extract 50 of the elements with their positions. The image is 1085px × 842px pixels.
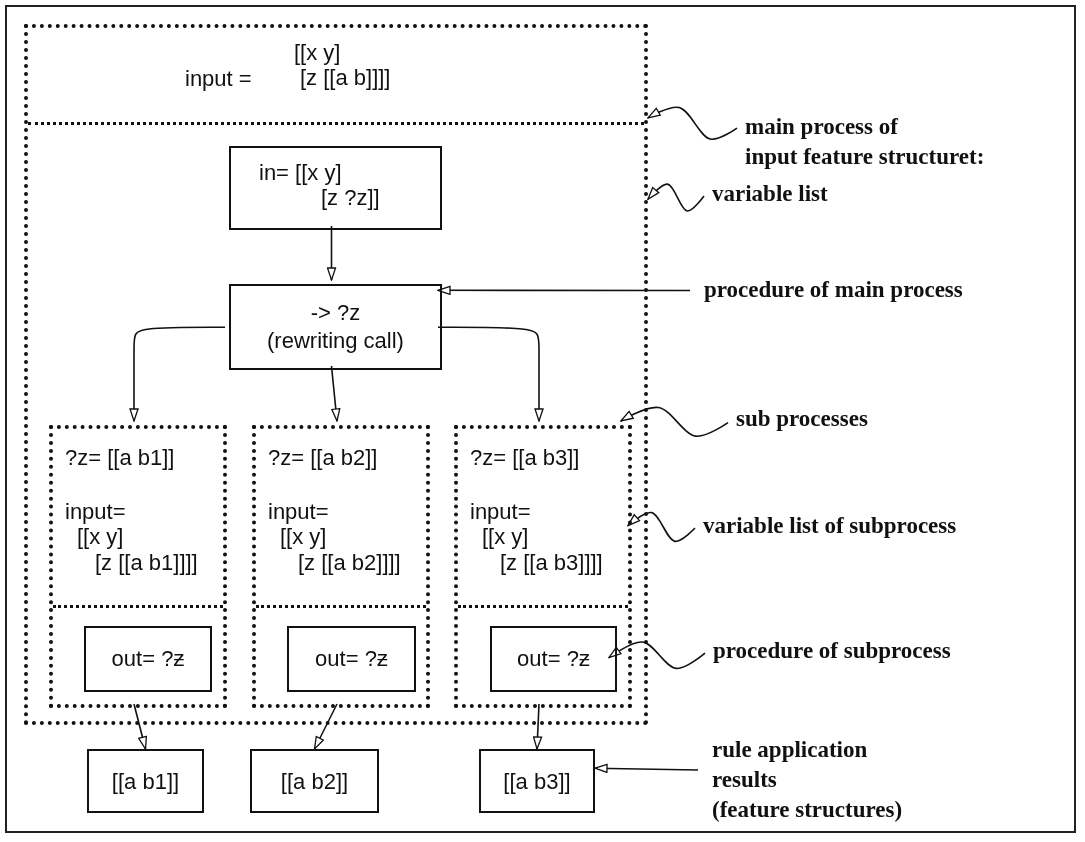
formula-text: [[a b3]] [502,769,572,795]
process-box [229,146,442,230]
leader-line [627,511,696,543]
arrow [532,703,543,750]
annotation-text: main process of input feature structuret: [745,112,1045,174]
formula-text: [[a b1]] [110,769,181,795]
formula-text: input= [[x y] [z [[a b3]]]] [470,499,603,575]
formula-text: out= ?ƶ [314,646,389,672]
formula-text: in= [[x y] [z ?z]] [259,160,380,211]
formula-text: -> ?z [309,300,362,326]
dotted-group-box [252,425,430,708]
arrow [437,326,544,422]
annotation-text: procedure of main process [704,275,1044,306]
process-box [490,626,617,692]
leader-line [647,106,738,140]
annotation-text: rule application results (feature structures) [712,735,972,827]
formula-text: ?z= [[a b2]] [268,445,378,471]
formula-text: input= [[x y] [z [[a b1]]]] [65,499,198,575]
dotted-group-box [454,425,632,708]
dotted-group-box [24,24,648,725]
formula-text: input = [185,66,252,92]
dotted-group-box [49,425,227,708]
formula-text: ?z= [[a b1]] [65,445,175,471]
arrow [129,326,226,422]
formula-text: (rewriting call) [266,328,405,354]
formula-text: out= ?ƶ [110,646,186,672]
annotation-text: sub processes [736,404,906,435]
annotation-text: variable list of subprocess [703,511,1043,542]
annotation-text: procedure of subprocess [713,636,1013,667]
arrow [133,703,148,750]
leader-line [437,285,691,295]
formula-text: [[x y] [z [[a b]]]] [294,40,391,91]
result-box [87,749,204,813]
leader-line [620,406,729,437]
process-box [84,626,212,692]
formula-text: ?z= [[a b3]] [470,445,580,471]
formula-text: input= [[x y] [z [[a b2]]]] [268,499,401,575]
process-box [229,284,442,370]
annotation-text: variable list [712,179,862,210]
process-box [287,626,416,692]
result-box [479,749,595,813]
leader-line [608,641,706,670]
arrow [330,365,341,422]
leader-line [594,763,699,774]
result-box [250,749,379,813]
arrow [313,703,338,750]
arrow [326,225,337,281]
formula-text: [[a b2]] [279,769,350,795]
formula-text: out= ?ƶ [516,646,591,672]
leader-line [647,183,705,212]
